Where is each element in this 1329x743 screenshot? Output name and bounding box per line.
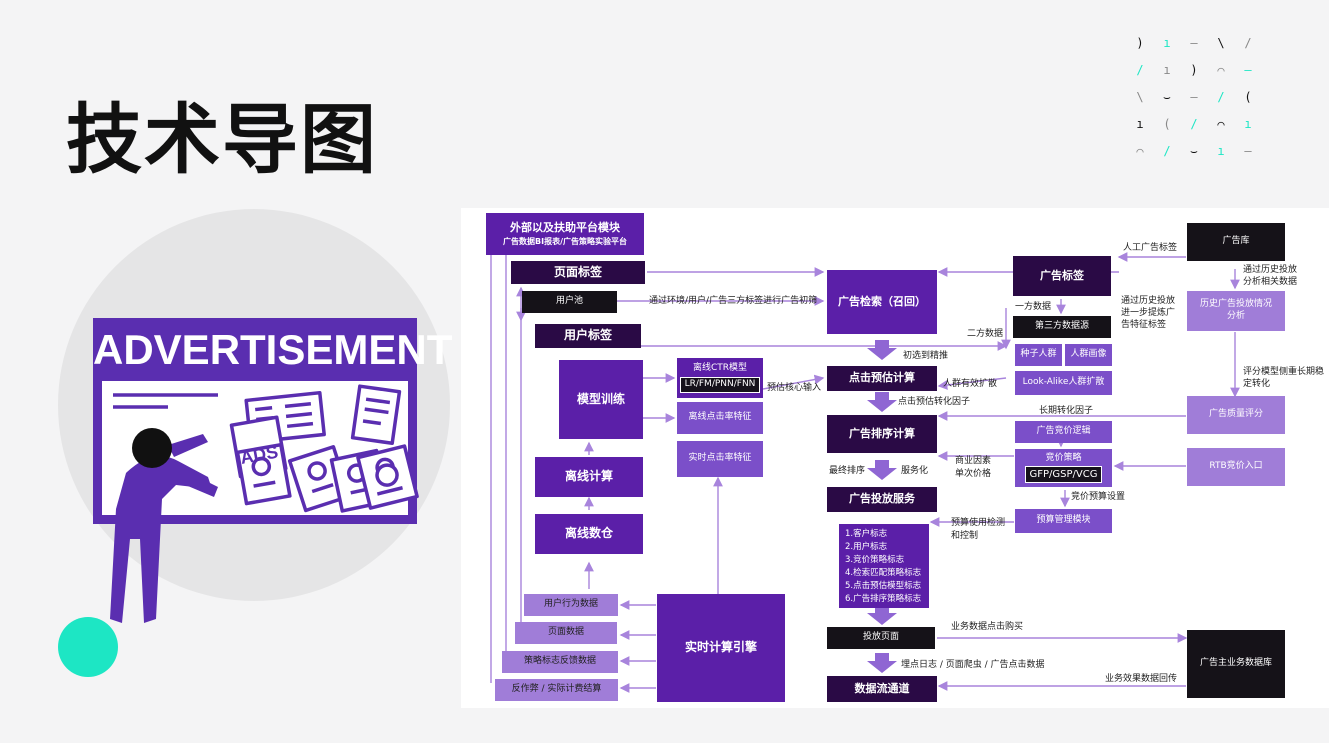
user-behavior-data-node: 用户行为数据 <box>524 594 618 616</box>
label-filter-by-env: 通过环境/用户/广告三方标签进行广告初筛 <box>649 296 818 306</box>
board-title: ADVERTISEMENT <box>93 326 453 373</box>
external-module-node: 外部以及扶助平台模块 广告数据BI报表/广告策略实验平台 <box>486 213 644 255</box>
decor-glyph: ı <box>1217 144 1225 158</box>
bid-strategy-pill: GFP/GSP/VCG <box>1024 466 1103 484</box>
decor-glyph: – <box>1190 36 1198 50</box>
decor-glyph: ı <box>1244 117 1252 131</box>
label-biz-effect-return: 业务效果数据回传 <box>1105 674 1178 684</box>
label-final-sort: 最终排序 <box>829 466 866 476</box>
serving-list-item: 6.广告排序策略标志 <box>845 594 922 604</box>
decor-glyph: \ <box>1217 36 1225 50</box>
offline-click-feature-node: 离线点击率特征 <box>677 402 763 434</box>
decor-glyph: / <box>1244 36 1252 50</box>
advertiser-db-node: 广告主业务数据库 <box>1187 630 1285 698</box>
ad-ranking-node: 广告排序计算 <box>827 415 937 453</box>
rtb-entry-node: RTB竞价入口 <box>1187 448 1285 486</box>
anti-cheat-node: 反作弊 / 实际计费结算 <box>495 679 618 701</box>
teal-accent-dot <box>58 617 118 677</box>
page-data-node: 页面数据 <box>515 622 617 644</box>
bid-strategy-node: 竞价策略 GFP/GSP/VCG <box>1015 449 1112 487</box>
external-module-title: 外部以及扶助平台模块 <box>510 220 620 234</box>
user-tag-node: 用户标签 <box>535 324 641 348</box>
label-budget-usage: 预算使用检测和控制 <box>951 518 1006 541</box>
label-unit-price: 单次价格 <box>955 469 992 479</box>
presenter-illustration: ADS <box>110 384 419 623</box>
serving-page-node: 投放页面 <box>827 627 935 649</box>
decor-glyph: ı <box>1163 36 1171 50</box>
decor-glyph: ) <box>1190 63 1198 77</box>
decor-glyph: / <box>1190 117 1198 131</box>
offline-warehouse-node: 离线数仓 <box>535 514 643 554</box>
decor-glyph: ) <box>1136 36 1144 50</box>
decor-glyph: / <box>1217 90 1225 104</box>
decor-glyph: ⌒ <box>1217 117 1225 131</box>
external-module-subtitle: 广告数据BI报表/广告策略实验平台 <box>503 236 627 246</box>
serving-list-node: 1.客户标志 2.用户标志 3.竞价策略标志 4.检索匹配策略标志 5.点击预估… <box>839 524 929 608</box>
serving-list-item: 2.用户标志 <box>845 542 888 552</box>
label-tracking-logs: 埋点日志 / 页面爬虫 / 广告点击数据 <box>901 660 1045 670</box>
label-history-refine: 通过历史投放进一步提炼广告特征标签 <box>1121 296 1176 330</box>
label-first-party: 一方数据 <box>1015 302 1052 312</box>
decor-glyph: ı <box>1163 63 1171 77</box>
page-tag-node: 页面标签 <box>511 261 645 284</box>
ad-quality-score-node: 广告质量评分 <box>1187 396 1285 434</box>
tech-flow-diagram: 外部以及扶助平台模块 广告数据BI报表/广告策略实验平台 页面标签 用户池 用户… <box>461 208 1329 708</box>
label-crowd-expand: 人群有效扩散 <box>943 379 998 389</box>
seed-crowd-node: 种子人群 <box>1015 344 1062 366</box>
decor-glyph: ⌣ <box>1190 144 1198 158</box>
decor-glyph: ⌒ <box>1217 63 1225 77</box>
label-biz-click-buy: 业务数据点击购买 <box>951 622 1024 632</box>
decor-glyph: – <box>1244 63 1252 77</box>
offline-ctr-title: 离线CTR模型 <box>692 363 748 374</box>
slide-title: 技术导图 <box>66 95 378 184</box>
realtime-click-feature-node: 实时点击率特征 <box>677 441 763 477</box>
decor-glyph: – <box>1190 90 1198 104</box>
decor-glyph: ⌒ <box>1136 144 1144 158</box>
label-manual-ad-tag: 人工广告标签 <box>1123 243 1178 253</box>
decor-glyph: ı <box>1136 117 1144 131</box>
label-initial-to-fine: 初选到精推 <box>903 351 949 361</box>
decor-glyph: / <box>1163 144 1171 158</box>
lookalike-node: Look-Alike人群扩散 <box>1015 371 1112 395</box>
ad-serving-node: 广告投放服务 <box>827 487 937 512</box>
label-bid-budget: 竞价预算设置 <box>1071 492 1126 502</box>
realtime-engine-node: 实时计算引擎 <box>657 594 785 702</box>
offline-ctr-node: 离线CTR模型 LR/FM/PNN/FNN <box>677 358 763 398</box>
decorative-glyph-grid: ) ı – \ / / ı) ⌒ – \ ⌣ – / ( ı ( / ⌒ ı ⌒ / ⌣ ı – <box>1130 36 1260 160</box>
decor-glyph: / <box>1136 63 1144 77</box>
offline-compute-node: 离线计算 <box>535 457 643 497</box>
label-biz-factor: 商业因素 <box>955 456 992 466</box>
budget-module-node: 预算管理模块 <box>1015 509 1112 533</box>
decor-glyph: – <box>1244 144 1252 158</box>
strategy-feedback-node: 策略标志反馈数据 <box>502 651 618 673</box>
model-training-node: 模型训练 <box>559 360 643 439</box>
label-second-party: 二方数据 <box>967 329 1004 339</box>
serving-list-item: 1.客户标志 <box>845 529 888 539</box>
data-pipeline-node: 数据流通道 <box>827 676 937 702</box>
label-score-model: 评分模型侧重长期稳定转化 <box>1243 367 1325 389</box>
offline-ctr-pill: LR/FM/PNN/FNN <box>679 377 761 393</box>
decor-glyph: ( <box>1244 90 1252 104</box>
ad-bid-logic-node: 广告竞价逻辑 <box>1015 421 1112 443</box>
bid-strategy-title: 竞价策略 <box>1045 452 1082 463</box>
third-party-data-node: 第三方数据源 <box>1013 316 1111 338</box>
decor-glyph: ( <box>1163 117 1171 131</box>
history-analysis-node: 历史广告投放情况分析 <box>1187 291 1285 331</box>
label-click-conv-factor: 点击预估转化因子 <box>898 397 971 407</box>
label-long-term-factor: 长期转化因子 <box>1039 406 1094 416</box>
ad-library-node: 广告库 <box>1187 223 1285 261</box>
serving-list-item: 3.竞价策略标志 <box>845 555 905 565</box>
label-core-input: 预估核心输入 <box>767 383 822 393</box>
crowd-portrait-node: 人群画像 <box>1065 344 1112 366</box>
user-pool-node: 用户池 <box>522 291 617 313</box>
decor-glyph: \ <box>1136 90 1144 104</box>
label-history-related: 通过历史投放分析相关数据 <box>1243 265 1298 287</box>
ad-retrieval-node: 广告检索（召回） <box>827 270 937 334</box>
serving-list-item: 4.检索匹配策略标志 <box>845 568 922 578</box>
decor-glyph: ⌣ <box>1163 90 1171 104</box>
label-service: 服务化 <box>901 466 929 476</box>
click-predict-node: 点击预估计算 <box>827 366 937 391</box>
serving-list-item: 5.点击预估模型标志 <box>845 581 922 591</box>
ad-tag-node: 广告标签 <box>1013 256 1111 296</box>
